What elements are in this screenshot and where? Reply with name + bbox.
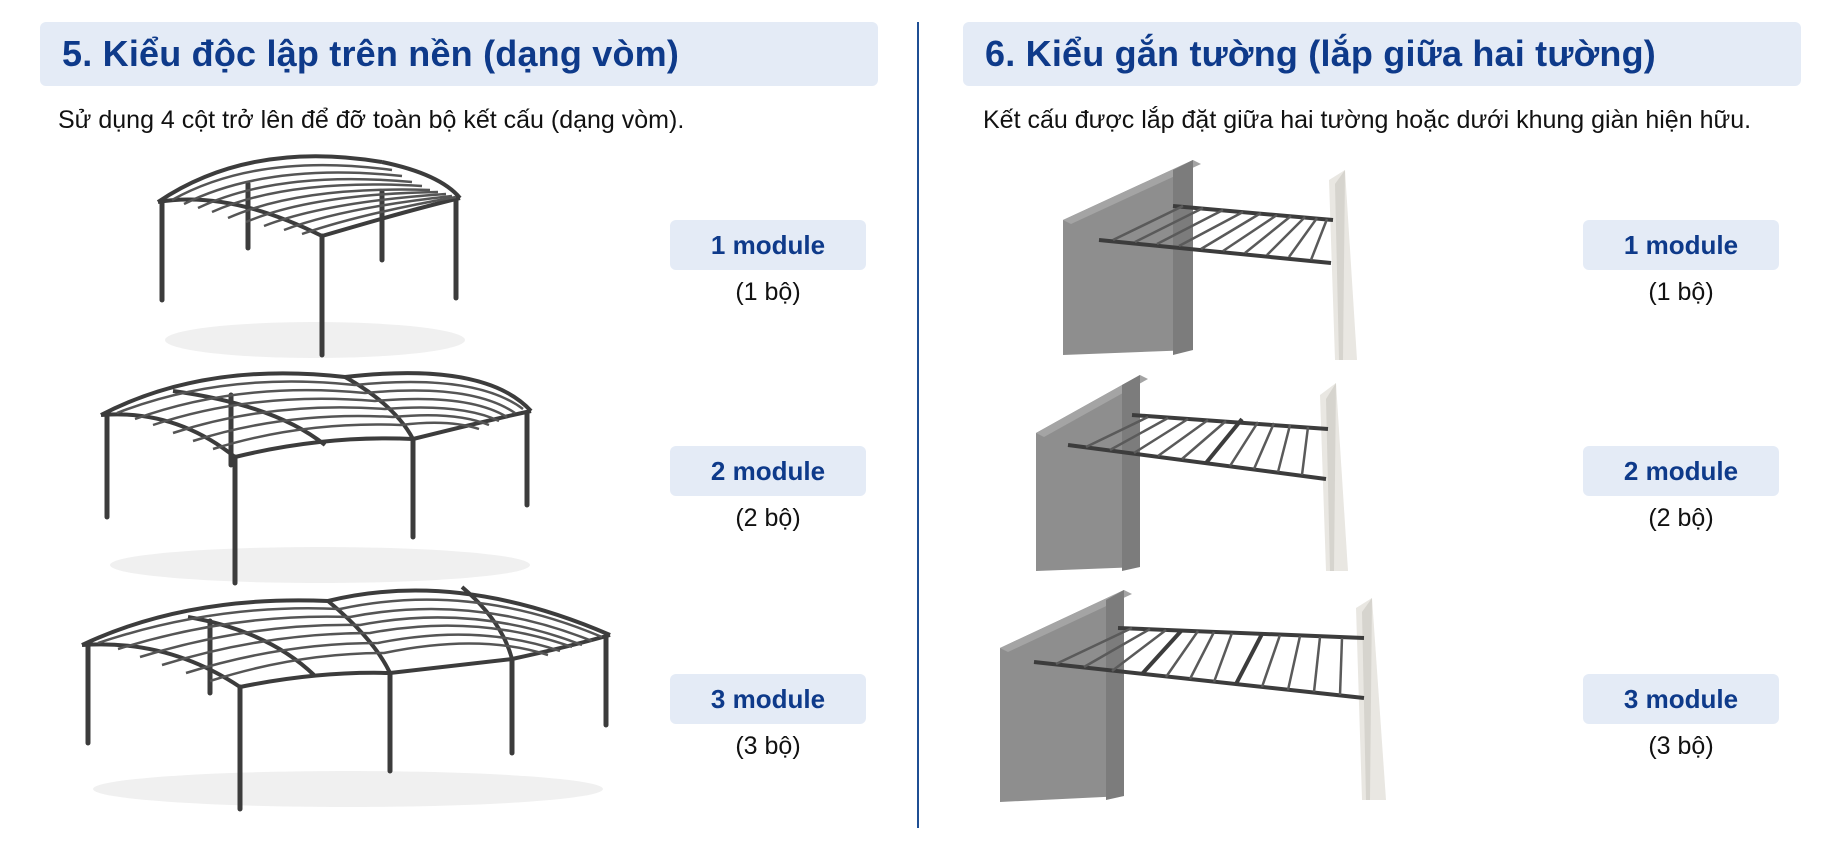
module-option-badge: 1 module: [670, 220, 866, 270]
section-wall-mounted: 6. Kiểu gắn tường (lắp giữa hai tường) K…: [918, 0, 1836, 857]
section-title: 6. Kiểu gắn tường (lắp giữa hai tường): [985, 33, 1656, 74]
module-label: 1 module: [710, 229, 826, 260]
module-option-badge: 3 module: [670, 674, 866, 724]
section-title: 5. Kiểu độc lập trên nền (dạng vòm): [62, 33, 680, 74]
module-option-badge: 2 module: [1583, 446, 1779, 496]
wall-mounted-3-module-image: [1000, 590, 1400, 805]
module-set-count: (1 bộ): [735, 278, 801, 306]
wall-mounted-1-module-image: [1063, 160, 1383, 360]
module-set-count: (3 bộ): [1648, 732, 1714, 760]
module-option-badge: 3 module: [1583, 674, 1779, 724]
section-divider: [917, 22, 919, 828]
module-label: 2 module: [710, 455, 826, 486]
module-option-badge: 1 module: [1583, 220, 1779, 270]
module-set-count: (2 bộ): [735, 504, 801, 532]
module-label: 2 module: [1623, 455, 1739, 486]
module-label: 3 module: [710, 683, 826, 714]
arch-carport-1-module-image: [150, 150, 480, 365]
section-description: Kết cấu được lắp đặt giữa hai tường hoặc…: [983, 106, 1752, 134]
arch-carport-3-module-image: [78, 575, 618, 815]
module-option-badge: 2 module: [670, 446, 866, 496]
arch-carport-2-module-image: [95, 365, 545, 590]
section-title-bar: 6. Kiểu gắn tường (lắp giữa hai tường): [963, 22, 1801, 86]
module-set-count: (1 bộ): [1648, 278, 1714, 306]
module-label: 3 module: [1623, 683, 1739, 714]
module-label: 1 module: [1623, 229, 1739, 260]
section-title-bar: 5. Kiểu độc lập trên nền (dạng vòm): [40, 22, 878, 86]
wall-mounted-2-module-image: [1036, 375, 1376, 575]
section-description: Sử dụng 4 cột trở lên để đỡ toàn bộ kết …: [58, 106, 685, 134]
section-freestanding: 5. Kiểu độc lập trên nền (dạng vòm) Sử d…: [40, 22, 878, 815]
module-set-count: (3 bộ): [735, 732, 801, 760]
module-set-count: (2 bộ): [1648, 504, 1714, 532]
